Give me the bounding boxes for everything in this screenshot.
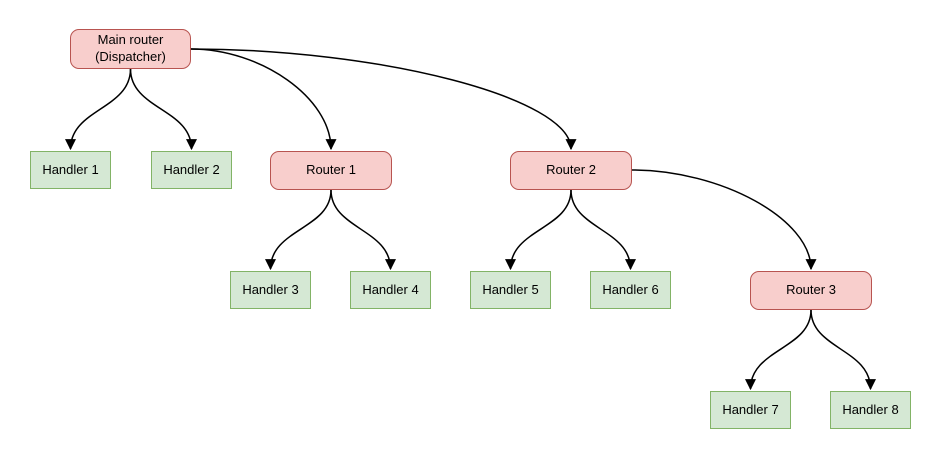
node-router-1: Router 1 [270,151,392,190]
node-main-router-label-line1: Main router [97,32,164,48]
node-main-router-label-line2: (Dispatcher) [95,49,166,64]
node-handler-6-label: Handler 6 [602,281,659,297]
edge-router-2-to-handler-5 [505,189,572,271]
node-handler-8: Handler 8 [830,391,911,429]
node-handler-4: Handler 4 [350,271,431,309]
node-handler-8-label: Handler 8 [842,401,899,417]
node-handler-7: Handler 7 [710,391,791,429]
edge-router-2-to-router-3 [631,169,817,271]
edge-router-1-to-handler-4 [330,189,396,271]
edge-main-router-to-handler-1 [65,68,132,151]
node-router-1-label: Router 1 [306,162,356,178]
node-main-router: Main router (Dispatcher) [70,29,191,69]
node-handler-5-label: Handler 5 [482,281,539,297]
node-handler-1: Handler 1 [30,151,111,189]
node-router-3-label: Router 3 [786,282,836,298]
edge-router-1-to-handler-3 [265,189,332,271]
edge-main-router-to-router-2 [190,48,577,151]
node-router-3: Router 3 [750,271,872,310]
node-handler-3-label: Handler 3 [242,281,299,297]
edge-main-router-to-router-1 [190,48,337,151]
edge-main-router-to-handler-2 [129,68,197,151]
node-handler-3: Handler 3 [230,271,311,309]
node-handler-7-label: Handler 7 [722,401,779,417]
node-handler-5: Handler 5 [470,271,551,309]
node-router-2: Router 2 [510,151,632,190]
edge-router-3-to-handler-8 [810,309,876,391]
node-handler-4-label: Handler 4 [362,281,419,297]
node-handler-2: Handler 2 [151,151,232,189]
node-handler-2-label: Handler 2 [163,161,220,177]
edge-router-3-to-handler-7 [745,309,812,391]
node-handler-1-label: Handler 1 [42,161,99,177]
node-router-2-label: Router 2 [546,162,596,178]
node-handler-6: Handler 6 [590,271,671,309]
edge-router-2-to-handler-6 [570,189,636,271]
